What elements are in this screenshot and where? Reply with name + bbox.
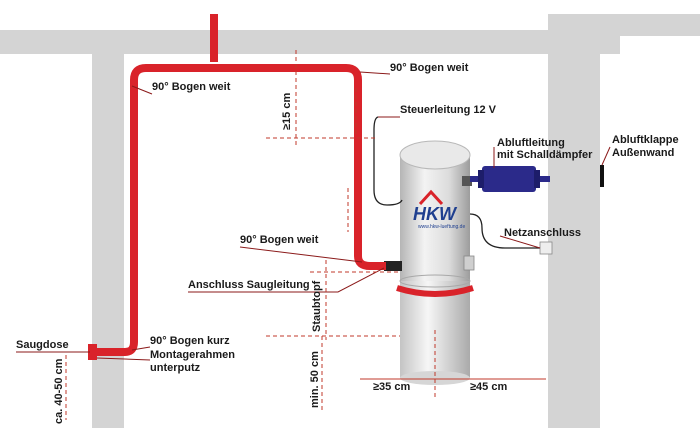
label-bend-lower: 90° Bogen weit: [240, 234, 319, 246]
right-wall: [548, 14, 600, 428]
label-frame-1: Montagerahmen: [150, 349, 235, 361]
dust-bin-bottom: [400, 371, 470, 385]
motor-body: [400, 155, 470, 281]
power-plug: [539, 241, 553, 255]
label-frame-2: unterputz: [150, 362, 201, 374]
label-min-50: min. 50 cm: [309, 351, 321, 408]
dimension-lines: [65, 50, 436, 420]
label-height-40-50: ca. 40-50 cm: [53, 358, 65, 424]
walls: [0, 14, 700, 428]
leader-power: [499, 235, 541, 249]
label-bend-top-right: 90° Bogen weit: [390, 62, 469, 74]
right-wall-top: [548, 14, 700, 36]
leader-frame: [96, 357, 151, 361]
exhaust-line: [470, 165, 604, 192]
label-bend-short: 90° Bogen kurz: [150, 335, 230, 347]
labels: 90° Bogen weit 90° Bogen weit ≥15 cm Ste…: [16, 62, 679, 424]
label-flap-2: Außenwand: [612, 147, 674, 159]
power-port: [463, 255, 475, 271]
unit-logo: HKW: [413, 204, 458, 224]
label-bend-top-left: 90° Bogen weit: [152, 81, 231, 93]
unit-url: www.hkw-lueftung.de: [418, 224, 465, 230]
dust-bin-clamp-ring: [396, 285, 474, 297]
leader-lines: [16, 71, 611, 361]
label-control-line: Steuerleitung 12 V: [400, 104, 497, 116]
ceiling: [0, 30, 620, 54]
unit-seam: [399, 274, 471, 288]
label-exhaust-line-1: Abluftleitung: [497, 137, 565, 149]
logo-roof-icon: [418, 189, 444, 206]
suction-pipe: [96, 14, 386, 356]
leader-bend-lower: [239, 246, 363, 263]
suction-inlet-port: [384, 261, 402, 271]
control-cable: [373, 116, 403, 206]
label-dust-bin: Staubtopf: [311, 280, 323, 332]
label-inlet: Saugdose: [16, 339, 69, 351]
label-exhaust-line-2: mit Schalldämpfer: [497, 149, 593, 161]
silencer: [482, 166, 536, 192]
leader-bend-short: [131, 346, 151, 351]
exhaust-flap: [600, 165, 604, 187]
label-power: Netzanschluss: [504, 227, 581, 239]
label-suction-connection: Anschluss Saugleitung: [188, 279, 310, 291]
leader-bend-top-right: [359, 71, 391, 75]
central-vacuum-unit: HKW www.hkw-lueftung.de: [384, 140, 475, 385]
label-height-15: ≥15 cm: [281, 93, 293, 130]
label-flap-1: Abluftklappe: [612, 134, 679, 146]
exhaust-port: [462, 176, 472, 186]
leader-suction: [188, 267, 385, 293]
main-suction-pipe: [96, 64, 386, 356]
label-dist-35: ≥35 cm: [373, 381, 410, 393]
wall-inlet-socket: [88, 344, 97, 360]
label-dist-45: ≥45 cm: [470, 381, 507, 393]
leader-flap: [601, 146, 611, 166]
leader-bend-top-left: [131, 85, 153, 95]
silencer-band-left: [478, 170, 484, 188]
power-cable: [469, 213, 540, 249]
motor-top: [399, 140, 471, 170]
left-wall: [92, 54, 124, 428]
silencer-band-right: [534, 170, 540, 188]
